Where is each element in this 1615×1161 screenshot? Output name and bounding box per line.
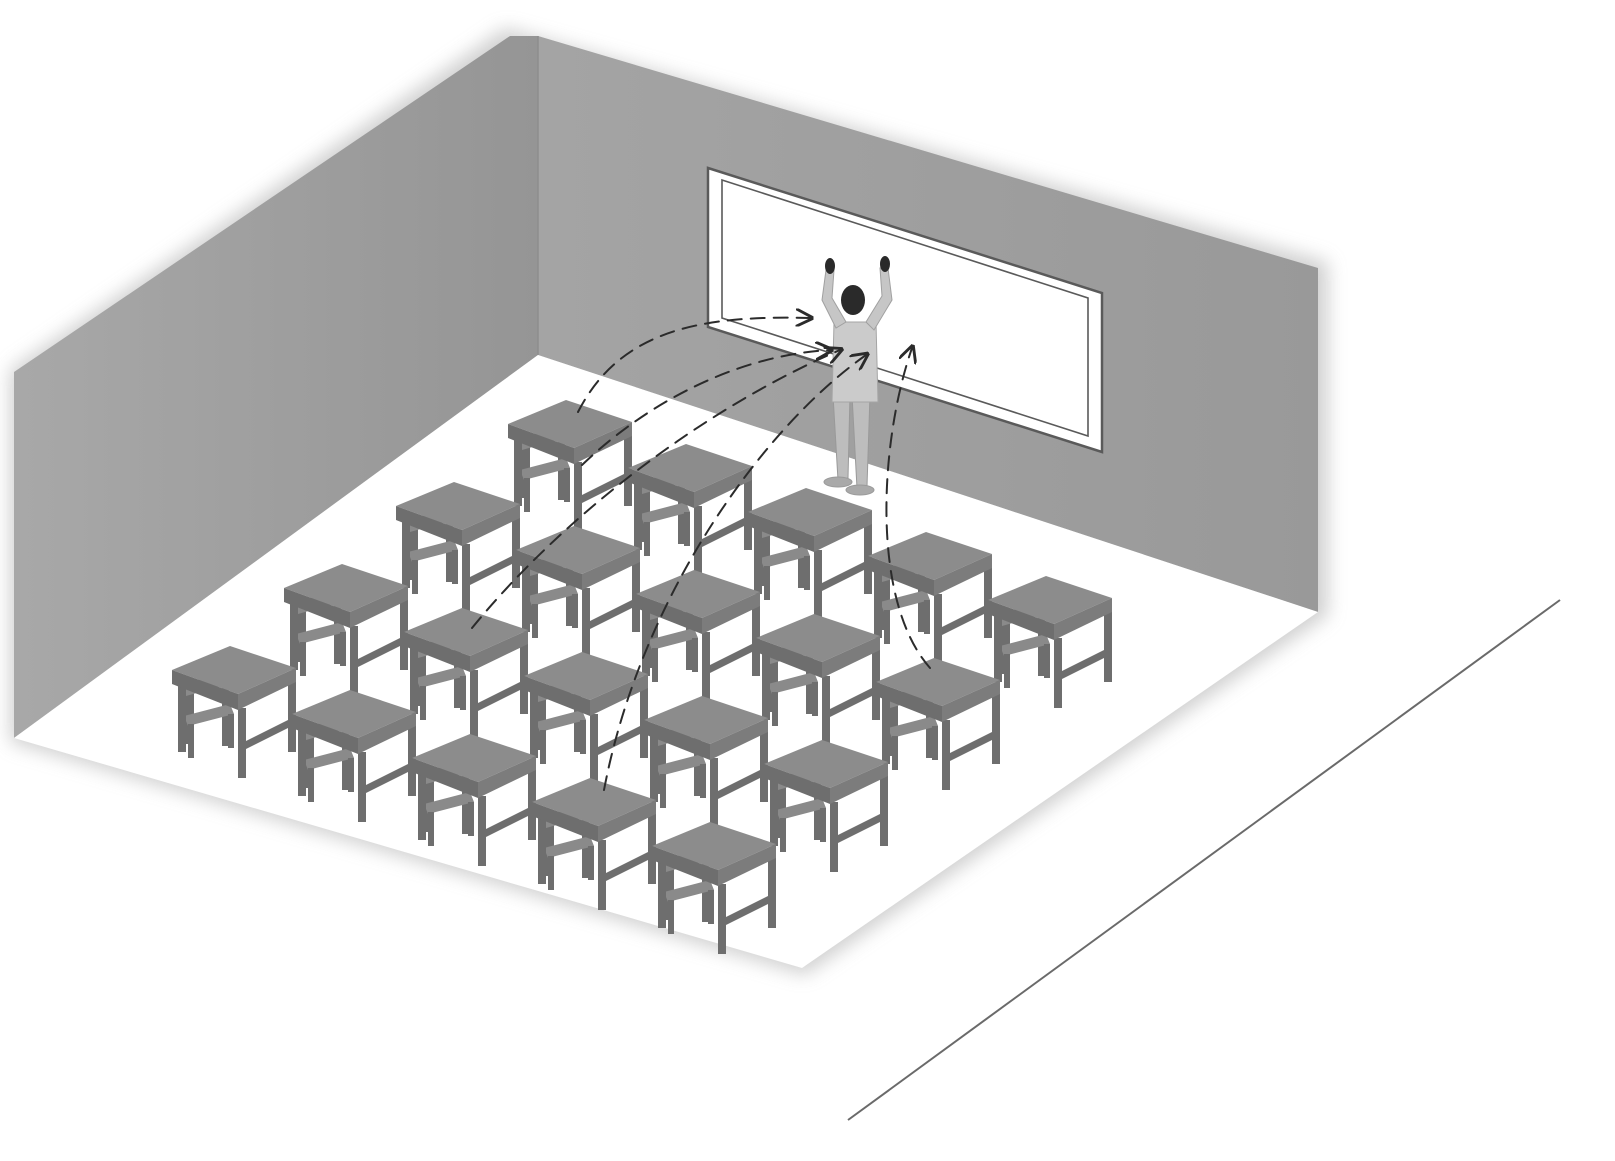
teacher-right-hand xyxy=(880,256,890,272)
teacher-left-hand xyxy=(825,258,835,274)
teacher-head xyxy=(841,285,865,315)
